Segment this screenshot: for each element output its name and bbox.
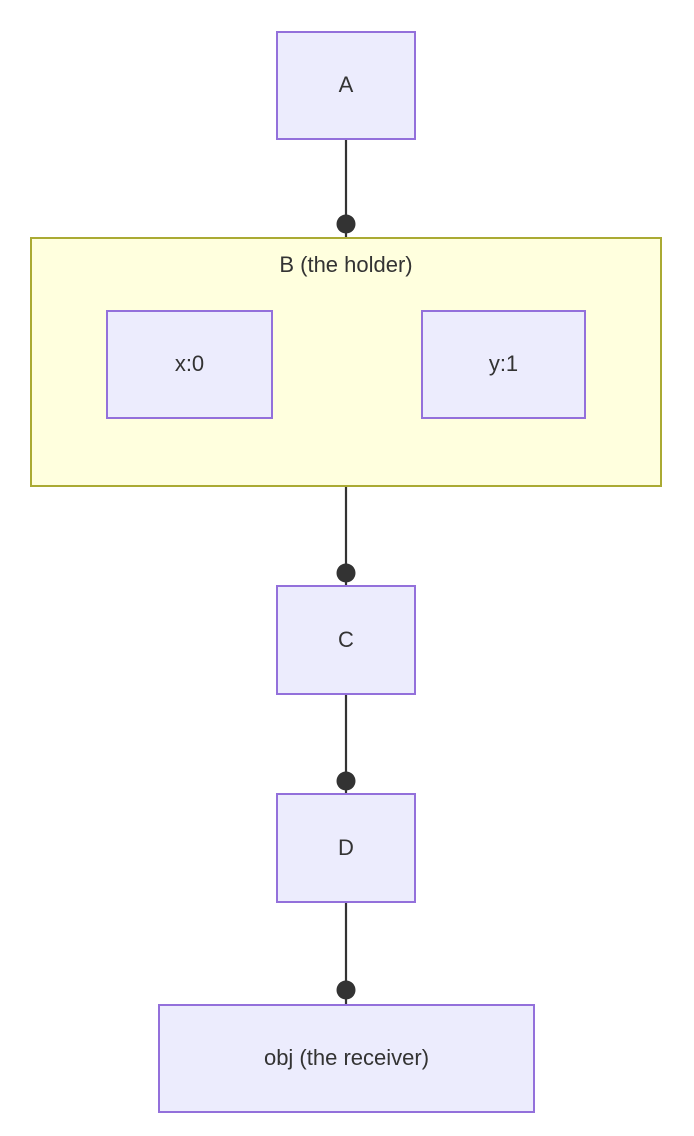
- edge-endpoint-dot-a-b: [336, 214, 356, 234]
- node-c-label: C: [338, 626, 354, 652]
- node-x[interactable]: x:0: [106, 310, 273, 419]
- node-obj-label: obj (the receiver): [263, 1045, 430, 1071]
- node-d[interactable]: D: [276, 793, 416, 903]
- node-obj-receiver[interactable]: obj (the receiver): [158, 1004, 535, 1113]
- node-a-label: A: [338, 72, 354, 98]
- node-y[interactable]: y:1: [421, 310, 586, 419]
- node-c[interactable]: C: [276, 585, 416, 695]
- edge-endpoint-dot-b-c: [336, 563, 356, 583]
- edge-endpoint-dot-d-obj: [336, 980, 356, 1000]
- edge-endpoint-dot-c-d: [336, 771, 356, 791]
- node-a[interactable]: A: [276, 31, 416, 140]
- node-d-label: D: [338, 834, 354, 860]
- node-x-label: x:0: [174, 351, 205, 377]
- cluster-b-label: B (the holder): [279, 252, 413, 277]
- node-y-label: y:1: [488, 351, 519, 377]
